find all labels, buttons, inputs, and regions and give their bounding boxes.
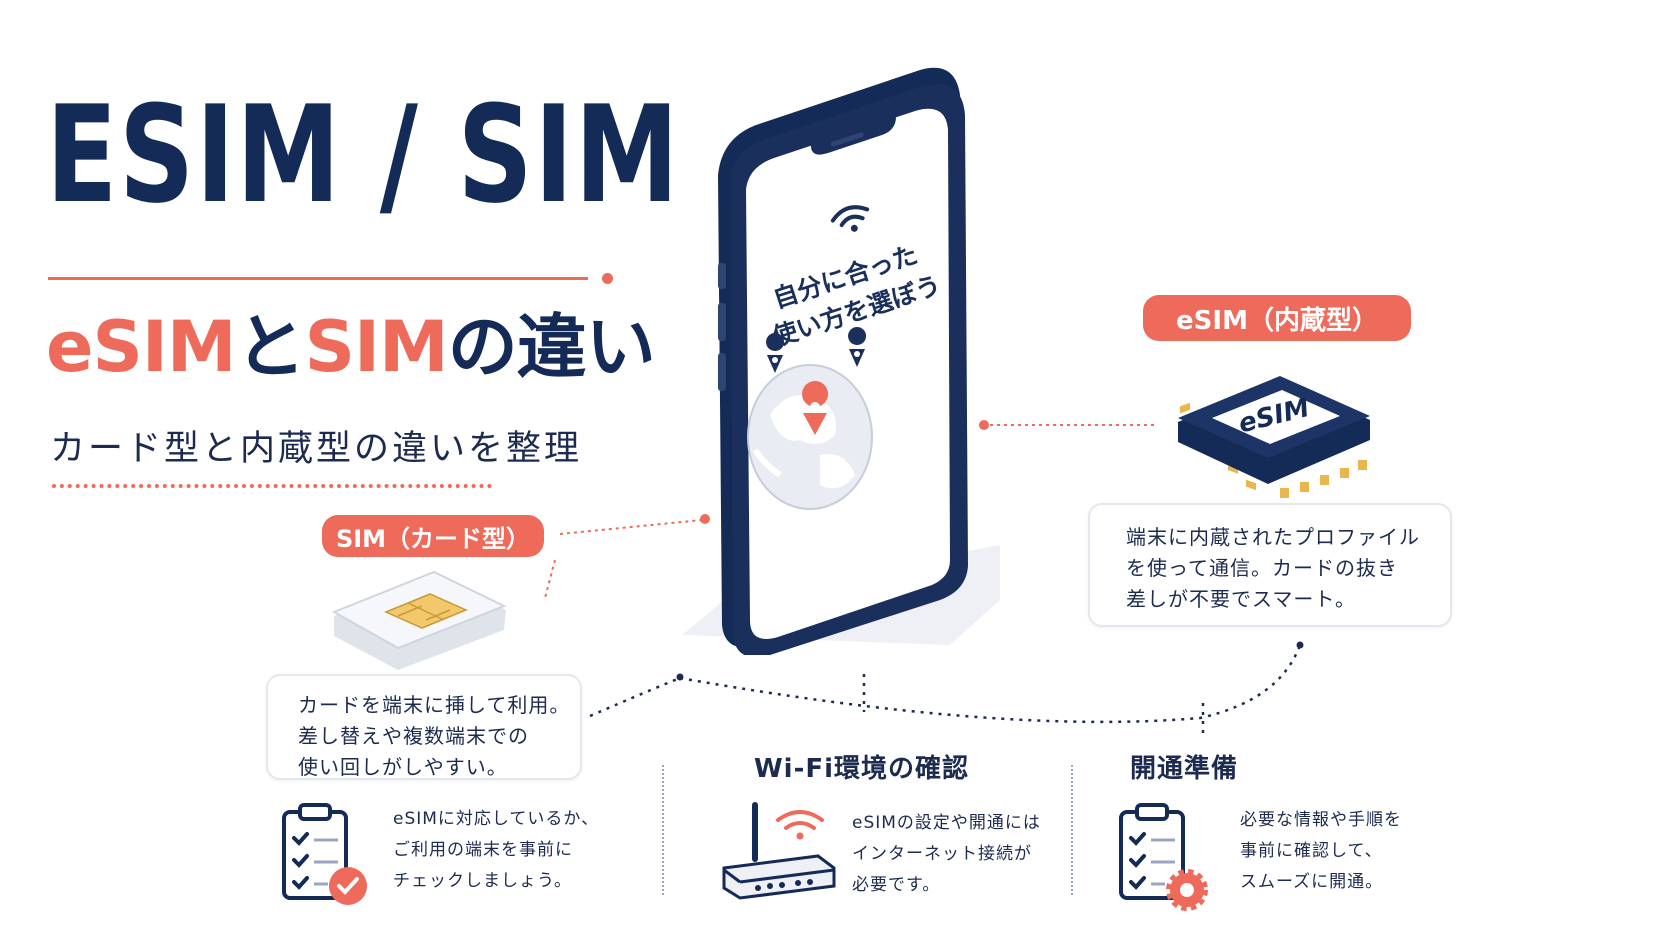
main-title: ESIM / SIM — [46, 77, 681, 233]
wifi-section-title: Wi-Fi環境の確認 — [754, 754, 970, 784]
location-pin-icon — [766, 327, 867, 373]
subtitle-to: と — [235, 306, 306, 388]
esim-desc-line: 端末に内蔵されたプロファイル — [1126, 525, 1420, 549]
column-separator — [662, 765, 664, 895]
check-line: チェックしましょう。 — [393, 871, 572, 891]
wifi-line: eSIMの設定や開通には — [852, 813, 1041, 833]
title-divider-dot — [602, 273, 613, 284]
sim-desc-line: 差し替えや複数端末での — [298, 724, 529, 748]
activation-section-title: 開通準備 — [1130, 754, 1239, 784]
check-line: ご利用の端末を事前に — [393, 840, 573, 860]
wifi-line: 必要です。 — [852, 875, 941, 895]
wifi-text: eSIMの設定や開通には インターネット接続が 必要です。 — [852, 808, 1041, 901]
clipboard-check-icon — [282, 803, 367, 905]
subtitle: eSIMとSIMの違い — [46, 312, 656, 382]
sim-description-card: カードを端末に挿して利用。 差し替えや複数端末での 使い回しがしやすい。 — [266, 674, 582, 780]
sim-label-badge: SIM（カード型） — [322, 515, 544, 557]
sim-desc-line: 使い回しがしやすい。 — [298, 755, 508, 779]
subtitle-difference: の違い — [447, 306, 656, 388]
esim-label-badge: eSIM（内蔵型） — [1143, 295, 1411, 341]
tagline-dotted-divider — [52, 484, 492, 488]
wifi-icon — [830, 205, 870, 232]
esim-desc-line: を使って通信。カードの抜き — [1126, 556, 1398, 580]
globe-icon — [747, 364, 873, 510]
wifi-icon — [776, 810, 824, 830]
activation-line: 事前に確認して、 — [1240, 841, 1383, 861]
esim-description-card: 端末に内蔵されたプロファイル を使って通信。カードの抜き 差しが不要でスマート。 — [1088, 503, 1452, 627]
subtitle-sim: SIM — [304, 306, 449, 388]
clipboard-gear-icon — [1119, 803, 1208, 911]
location-pin-icon — [802, 381, 829, 435]
wifi-line: インターネット接続が — [852, 844, 1032, 864]
activation-text: 必要な情報や手順を 事前に確認して、 スムーズに開通。 — [1240, 805, 1402, 898]
sim-card-icon — [331, 570, 507, 670]
esim-chip-icon: eSIM — [1178, 376, 1370, 498]
title-divider — [48, 277, 588, 280]
esim-desc-line: 差しが不要でスマート。 — [1126, 587, 1356, 611]
router-icon — [722, 802, 836, 900]
smartphone-illustration: 自分に合った 使い方を選ぼう — [682, 67, 1000, 655]
sim-desc-line: カードを端末に挿して利用。 — [298, 693, 571, 717]
subtitle-esim: eSIM — [46, 306, 237, 388]
check-line: eSIMに対応しているか、 — [393, 809, 600, 829]
activation-line: スムーズに開通。 — [1240, 872, 1384, 892]
check-text: eSIMに対応しているか、 ご利用の端末を事前に チェックしましょう。 — [393, 804, 599, 897]
column-separator — [1071, 765, 1073, 895]
tagline: カード型と内蔵型の違いを整理 — [50, 429, 583, 469]
activation-line: 必要な情報や手順を — [1240, 810, 1402, 830]
